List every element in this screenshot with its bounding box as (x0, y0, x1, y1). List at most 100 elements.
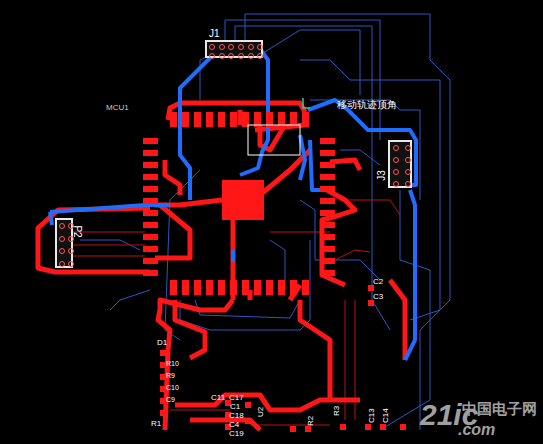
pin-header (388, 140, 412, 188)
pad (218, 112, 225, 127)
pad (320, 186, 335, 192)
pin (238, 44, 244, 50)
designator: C2 (373, 278, 383, 287)
designator: R2 (307, 416, 316, 426)
bottom-thin-traces (80, 14, 450, 430)
pad (143, 186, 158, 192)
pad (143, 138, 158, 144)
smd-pad (245, 402, 251, 408)
designator: C4 (229, 421, 239, 430)
pad (143, 246, 158, 252)
designator: C19 (229, 430, 244, 439)
smd-pad (290, 426, 296, 432)
smd-pad (160, 362, 166, 368)
pad (320, 162, 335, 168)
corner-cursor (303, 98, 310, 108)
pad (266, 280, 273, 295)
pin (248, 53, 254, 59)
thermal-pad (222, 180, 264, 220)
pad (320, 246, 335, 252)
designator: D1 (157, 339, 167, 348)
designator: C14 (382, 408, 391, 423)
pin (393, 157, 399, 163)
pin (405, 181, 411, 187)
designator: C10 (166, 384, 179, 392)
pad (194, 280, 201, 295)
pad (302, 112, 309, 127)
pin-header (205, 40, 263, 58)
designator: C18 (229, 412, 244, 421)
designator: MCU1 (106, 104, 129, 113)
pad (143, 258, 158, 264)
pad (320, 210, 335, 216)
designator: C3 (373, 293, 383, 302)
watermark: .com (458, 421, 495, 439)
pin (257, 53, 263, 59)
pad (320, 174, 335, 180)
designator: R9 (166, 372, 175, 380)
smd-pad (365, 424, 371, 430)
pad (143, 198, 158, 204)
pin (228, 44, 234, 50)
smd-pad (400, 424, 406, 430)
pad (278, 280, 285, 295)
pin (68, 248, 74, 254)
pin (393, 181, 399, 187)
pin (228, 53, 234, 59)
pin (209, 53, 215, 59)
pin (59, 236, 65, 242)
pin (68, 261, 74, 267)
pad (143, 162, 158, 168)
selection-box (248, 125, 300, 155)
pad (143, 234, 158, 240)
pad (230, 112, 237, 127)
watermark: 中国电子网 (462, 401, 537, 418)
pad (320, 270, 335, 276)
smd-pad (245, 418, 251, 424)
designator: J1 (209, 28, 220, 39)
pad (302, 280, 309, 295)
smd-pad (160, 350, 166, 356)
smd-pad (340, 424, 346, 430)
pad (206, 112, 213, 127)
pin (219, 44, 225, 50)
pin (248, 44, 254, 50)
pad (320, 222, 335, 228)
pad (143, 222, 158, 228)
pad (206, 280, 213, 295)
pad (320, 234, 335, 240)
pin (59, 223, 65, 229)
smd-pad (380, 424, 386, 430)
pin (219, 53, 225, 59)
pin (209, 44, 215, 50)
designator: U2 (257, 407, 266, 417)
pad (290, 280, 297, 295)
pin-header (55, 218, 73, 268)
bottom-thick-traces (50, 45, 416, 360)
status-note: 移动轨迹顶角 (337, 99, 397, 110)
pin (59, 261, 65, 267)
pin (405, 157, 411, 163)
designator: C1 (230, 403, 240, 412)
pad (242, 280, 249, 295)
pin (238, 53, 244, 59)
pad (320, 198, 335, 204)
mcu-pads (143, 112, 335, 295)
smd-pads (160, 285, 406, 432)
pin (405, 145, 411, 151)
pad (182, 280, 189, 295)
smd-pad (160, 398, 166, 404)
smd-pad (160, 374, 166, 380)
pad (218, 280, 225, 295)
designator: R10 (166, 360, 179, 368)
pad (320, 258, 335, 264)
designator: P2 (72, 225, 83, 237)
smd-pad (160, 410, 166, 416)
designator: J3 (376, 170, 387, 181)
top-thick-traces (38, 103, 405, 430)
pad (320, 138, 335, 144)
designator: C9 (166, 396, 175, 404)
